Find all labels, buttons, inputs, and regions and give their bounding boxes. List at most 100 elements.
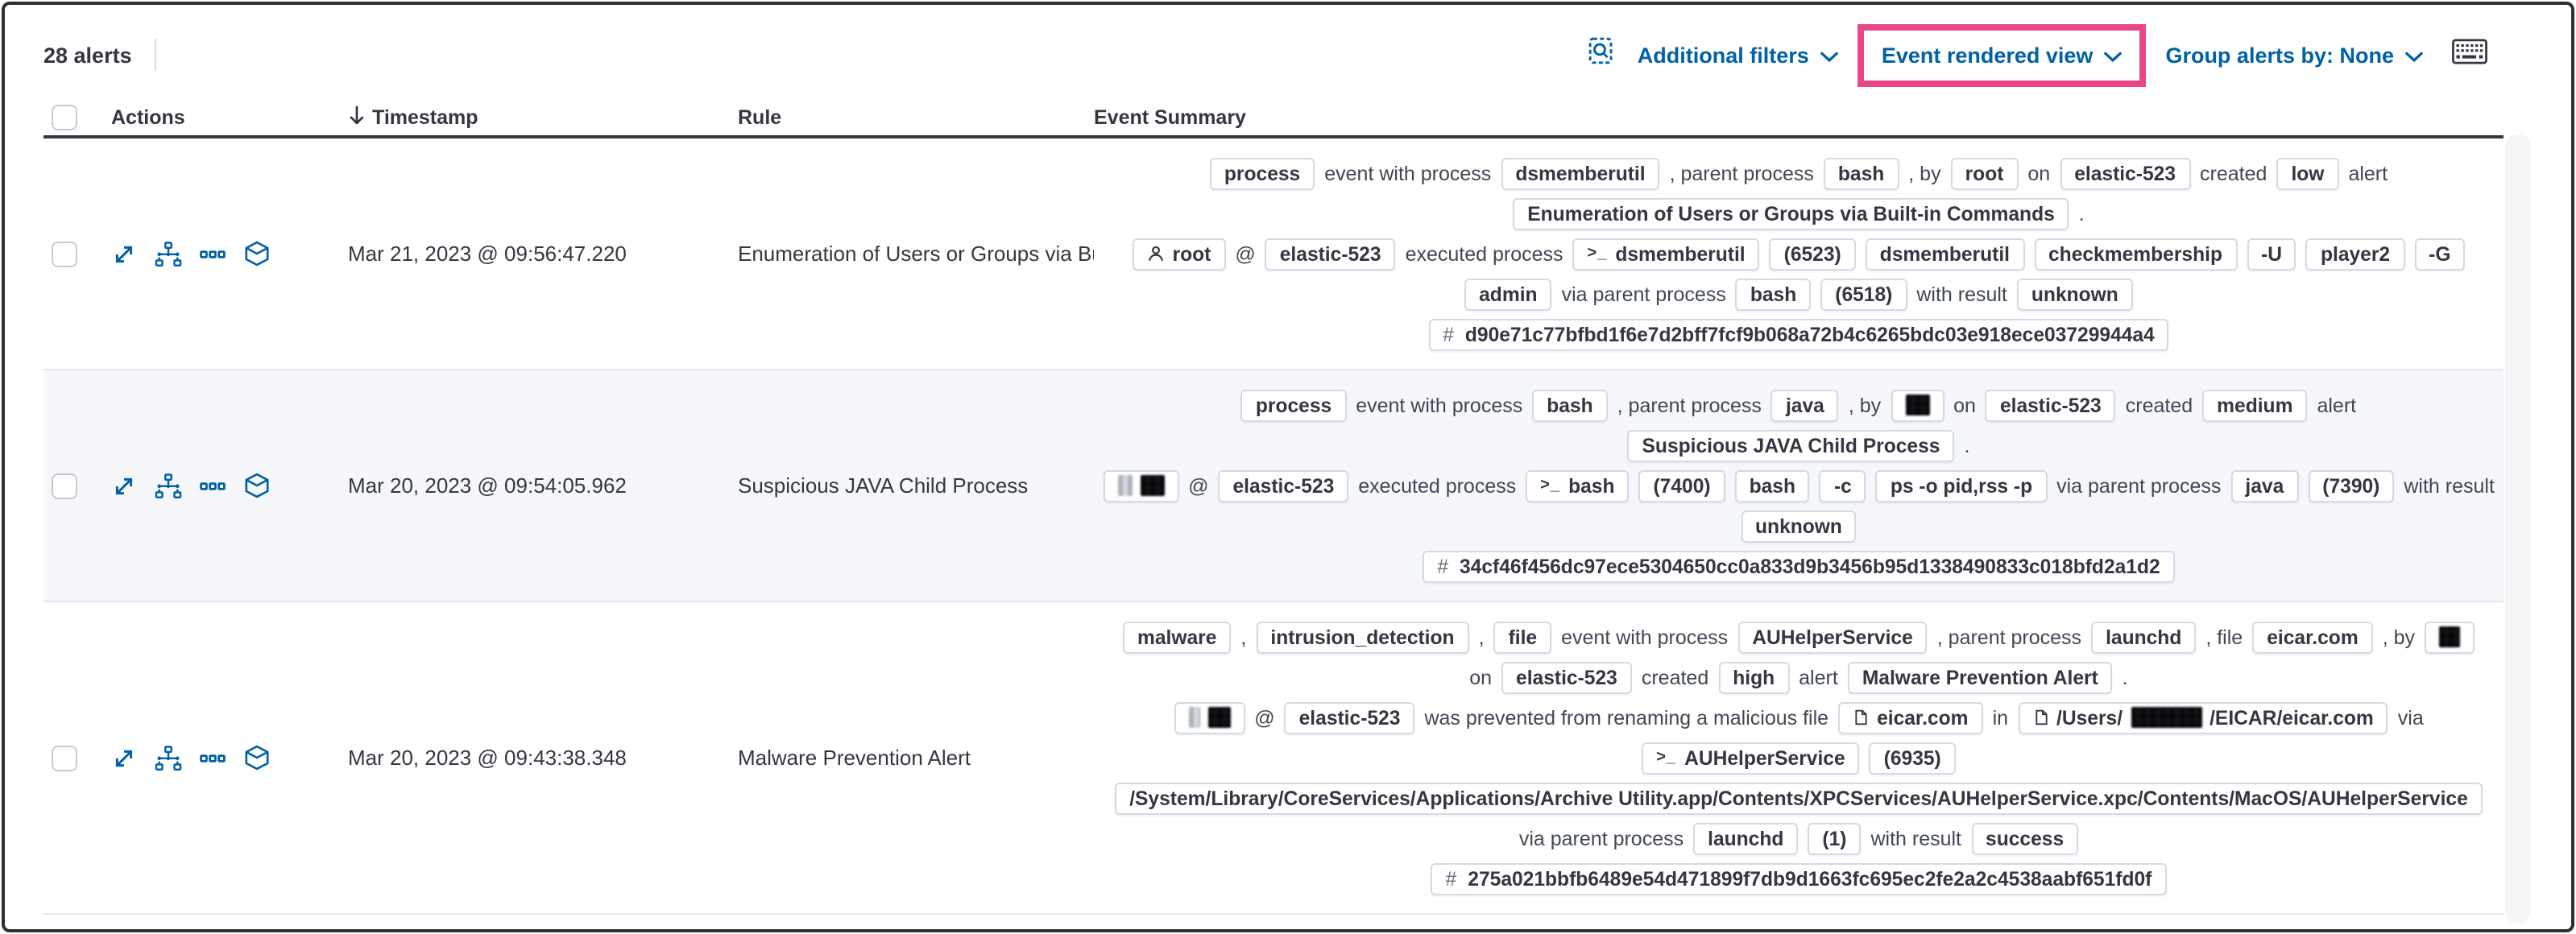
analyzer-icon xyxy=(155,473,182,498)
badge-text: elastic-523 xyxy=(1298,706,1401,729)
badge-text: malware xyxy=(1137,626,1217,648)
badge-text: dsmemberutil xyxy=(1615,242,1746,265)
expand-alert-button[interactable] xyxy=(111,241,137,267)
expand-alert-button[interactable] xyxy=(111,745,137,771)
rule-cell: Enumeration of Users or Groups via Bui xyxy=(738,242,1094,266)
value-badge: bash xyxy=(1532,389,1608,421)
value-badge: process xyxy=(1240,389,1347,421)
hash-icon: # xyxy=(1437,555,1448,577)
badge-text: java xyxy=(2245,474,2284,497)
badge-text: dsmemberutil xyxy=(1879,242,2010,265)
summary-text: via xyxy=(2397,706,2424,729)
toolbar-controls: Additional filters Event rendered view G… xyxy=(1588,23,2533,86)
badge-text: unknown xyxy=(1755,515,1842,537)
badge-text: java xyxy=(1785,394,1824,416)
session-view-button[interactable] xyxy=(243,472,271,499)
hash-icon: # xyxy=(1443,323,1454,345)
expand-alert-button[interactable] xyxy=(111,473,137,498)
summary-text: alert xyxy=(2348,162,2388,184)
badge-text: admin xyxy=(1479,283,1538,305)
chevron-down-icon xyxy=(2405,43,2423,67)
row-checkbox[interactable] xyxy=(52,745,77,771)
value-badge: bash xyxy=(1823,157,1899,189)
badge-text: -c xyxy=(1833,474,1852,497)
value-badge: Suspicious JAVA Child Process xyxy=(1627,429,1955,461)
more-actions-button[interactable] xyxy=(200,241,226,267)
value-badge: dsmemberutil xyxy=(1501,157,1660,189)
redacted-text xyxy=(1188,707,1200,728)
summary-line: Suspicious JAVA Child Process. xyxy=(1100,425,2497,465)
value-badge xyxy=(1174,701,1245,734)
inspect-button[interactable] xyxy=(1588,35,1618,74)
summary-text: , parent process xyxy=(1669,162,1814,184)
additional-filters-button[interactable]: Additional filters xyxy=(1638,43,1838,67)
value-badge: #34cf46f456dc97ece5304650cc0a833d9b3456b… xyxy=(1423,550,2175,582)
badge-text: launchd xyxy=(1708,827,1784,849)
value-badge xyxy=(1891,389,1944,421)
group-alerts-button[interactable]: Group alerts by: None xyxy=(2165,43,2423,67)
value-badge: Enumeration of Users or Groups via Built… xyxy=(1513,197,2069,229)
summary-text: @ xyxy=(1254,706,1275,729)
analyzer-icon xyxy=(155,745,182,771)
value-badge: java xyxy=(2230,469,2299,502)
session-view-button[interactable] xyxy=(243,744,271,771)
summary-text: created xyxy=(2125,394,2193,416)
user-icon xyxy=(1147,245,1165,262)
badge-text: eicar.com xyxy=(2267,626,2359,648)
summary-text: , by xyxy=(2382,626,2416,648)
badge-text: /EICAR/eicar.com xyxy=(2209,706,2374,729)
badge-text: Enumeration of Users or Groups via Built… xyxy=(1527,202,2055,225)
table-header-row: Actions Timestamp Rule Event Summary xyxy=(43,98,2504,138)
file-icon xyxy=(2032,709,2048,726)
badge-text: -G xyxy=(2429,242,2451,265)
value-badge xyxy=(1103,469,1179,502)
timestamp-cell: Mar 21, 2023 @ 09:56:47.220 xyxy=(348,242,627,266)
redacted-text xyxy=(1905,395,1930,415)
open-analyzer-button[interactable] xyxy=(155,241,182,267)
badge-text: (6518) xyxy=(1835,283,1893,305)
terminal-prompt-icon: >_ xyxy=(1540,477,1561,494)
value-badge: (6518) xyxy=(1820,278,1907,310)
value-badge: >_dsmemberutil xyxy=(1572,238,1760,270)
value-badge: intrusion_detection xyxy=(1256,621,1469,653)
row-checkbox[interactable] xyxy=(52,241,77,267)
summary-text: , xyxy=(1240,626,1247,648)
summary-text: , parent process xyxy=(1617,394,1762,416)
value-badge: Malware Prevention Alert xyxy=(1847,661,2113,693)
session-view-button[interactable] xyxy=(243,240,271,267)
analyzer-icon xyxy=(155,241,182,267)
header-timestamp[interactable]: Timestamp xyxy=(348,104,738,130)
chevron-down-icon xyxy=(2104,43,2123,67)
value-badge: elastic-523 xyxy=(1218,469,1349,502)
open-analyzer-button[interactable] xyxy=(155,745,182,771)
view-selector-button[interactable]: Event rendered view xyxy=(1882,43,2123,67)
more-actions-button[interactable] xyxy=(200,473,226,498)
badge-text: process xyxy=(1255,394,1332,416)
value-badge: file xyxy=(1493,621,1552,653)
open-analyzer-button[interactable] xyxy=(155,473,182,498)
badge-text: 34cf46f456dc97ece5304650cc0a833d9b3456b9… xyxy=(1460,555,2160,577)
summary-line: >_AUHelperService(6935) xyxy=(1100,738,2497,778)
summary-text: via parent process xyxy=(1518,827,1684,849)
summary-text: with result xyxy=(1870,827,1962,849)
keyboard-shortcuts-button[interactable] xyxy=(2452,38,2487,72)
summary-line: unknown xyxy=(1100,506,2497,546)
highlight-box: Event rendered view xyxy=(1857,23,2147,86)
select-all-checkbox[interactable] xyxy=(52,104,77,130)
badge-text: 275a021bbfb6489e54d471899f7db9d1663fc695… xyxy=(1468,867,2152,890)
row-checkbox[interactable] xyxy=(52,473,77,498)
value-badge: -G xyxy=(2414,238,2466,270)
badge-text: d90e71c77bfbd1f6e7d2bff7fcf9b068a72b4c62… xyxy=(1464,323,2155,345)
redacted-text xyxy=(1117,475,1133,496)
value-badge: launchd xyxy=(2091,621,2197,653)
redacted-text xyxy=(1140,475,1165,496)
more-actions-button[interactable] xyxy=(200,745,226,771)
value-badge: process xyxy=(1209,157,1315,189)
vertical-scrollbar[interactable] xyxy=(2505,134,2531,924)
timestamp-cell: Mar 20, 2023 @ 09:43:38.348 xyxy=(348,746,627,770)
value-badge: bash xyxy=(1734,469,1810,502)
value-badge: java xyxy=(1770,389,1839,421)
